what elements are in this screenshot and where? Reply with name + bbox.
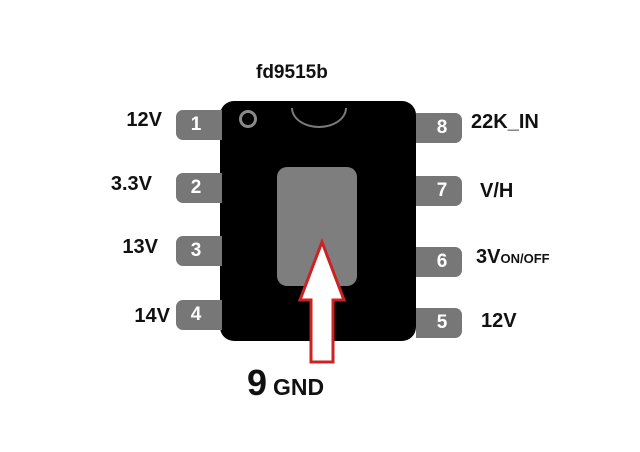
pin-4-label: 14V (134, 305, 170, 327)
pin-6-label-main: 3V (476, 246, 501, 268)
pin-6-label: 3VON/OFF (476, 246, 550, 269)
pin-4: 4 (176, 300, 222, 330)
pin1-marker-dot (239, 110, 257, 128)
ground-pin-number: 9 (247, 362, 268, 403)
pin-6-label-sub: ON/OFF (500, 251, 550, 266)
pin-6: 6 (416, 247, 462, 277)
pin-3: 3 (176, 236, 222, 266)
pin-1-label: 12V (126, 109, 162, 131)
pin-7: 7 (416, 176, 462, 206)
pin-5-label: 12V (481, 310, 517, 332)
pin-2: 2 (176, 173, 222, 203)
ground-pin-text: GND (273, 374, 325, 400)
pin-3-label: 13V (122, 236, 158, 258)
pin-1: 1 (176, 110, 222, 140)
pin-2-label: 3.3V (110, 173, 152, 195)
pin-8-label: 22K_IN (471, 111, 539, 133)
pin-8: 8 (416, 113, 462, 143)
chip-title: fd9515b (256, 62, 328, 83)
pin-5: 5 (416, 308, 462, 338)
pin-7-label: V/H (480, 180, 514, 202)
